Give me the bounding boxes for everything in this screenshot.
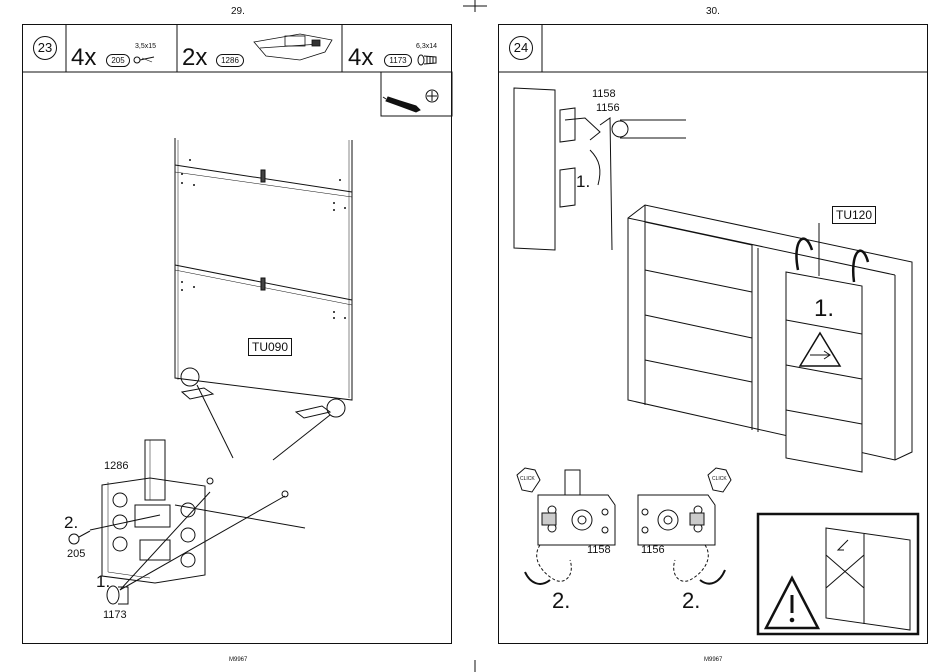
bottom-right-step: 2. bbox=[682, 588, 700, 614]
bottom-left-step: 2. bbox=[552, 588, 570, 614]
release-left-drawing bbox=[517, 468, 615, 584]
label-1158: 1158 bbox=[592, 88, 616, 100]
step-1-door-label: 1. bbox=[814, 295, 834, 323]
label-1156: 1156 bbox=[596, 102, 620, 114]
panel-label-tu120: TU120 bbox=[832, 206, 876, 224]
wrong-wardrobe-drawing bbox=[826, 528, 910, 630]
warning-triangle-icon bbox=[766, 578, 818, 628]
bottom-left-part: 1158 bbox=[587, 544, 611, 556]
bottom-right-part: 1156 bbox=[641, 544, 665, 556]
wardrobe-drawing bbox=[628, 205, 912, 472]
click-left: CLICK bbox=[520, 476, 535, 482]
warning-box bbox=[758, 514, 918, 634]
release-right-drawing bbox=[638, 468, 731, 584]
step-1-top-label: 1. bbox=[576, 172, 590, 192]
click-right: CLICK bbox=[712, 476, 727, 482]
